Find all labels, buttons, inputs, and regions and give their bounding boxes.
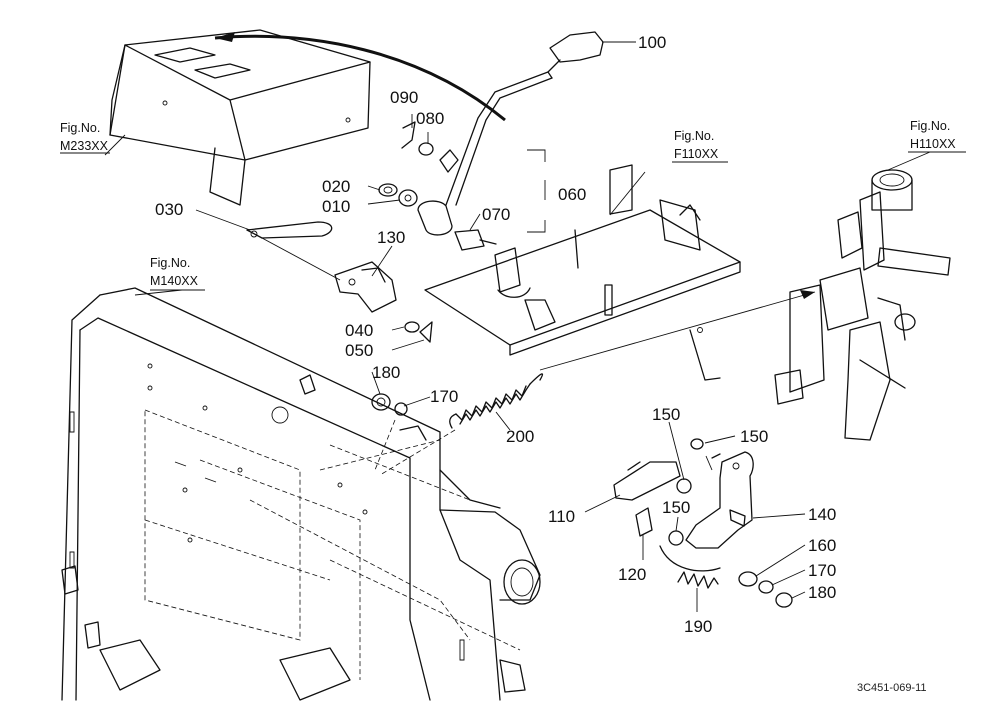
fig-ref-m233: Fig.No. M233XX xyxy=(60,121,109,153)
callout-150a: 150 xyxy=(652,405,680,424)
callout-170b: 170 xyxy=(808,561,836,580)
spring-200 xyxy=(449,373,544,429)
callout-040: 040 xyxy=(345,321,373,340)
svg-text:M233XX: M233XX xyxy=(60,139,109,153)
callout-190: 190 xyxy=(684,617,712,636)
callout-140: 140 xyxy=(808,505,836,524)
svg-text:Fig.No.: Fig.No. xyxy=(150,256,190,270)
rod-030 xyxy=(246,221,333,239)
callout-130: 130 xyxy=(377,228,405,247)
callout-020: 020 xyxy=(322,177,350,196)
svg-text:M140XX: M140XX xyxy=(150,274,199,288)
lever-small-parts xyxy=(378,121,434,207)
drawing-code: 3C451-069-11 xyxy=(857,682,927,694)
callout-labels: 100 090 080 060 020 010 070 030 130 040 … xyxy=(155,33,836,636)
callout-050: 050 xyxy=(345,341,373,360)
callout-160: 160 xyxy=(808,536,836,555)
frame-plate-m140 xyxy=(61,287,541,701)
fig-ref-f110: Fig.No. F110XX xyxy=(674,129,719,161)
svg-text:F110XX: F110XX xyxy=(674,147,719,161)
fig-ref-h110: Fig.No. H110XX xyxy=(910,119,956,151)
left-nut-washer xyxy=(371,393,408,416)
callout-120: 120 xyxy=(618,565,646,584)
svg-text:H110XX: H110XX xyxy=(910,137,956,151)
bracket-130 xyxy=(334,261,433,343)
callout-150c: 150 xyxy=(662,498,690,517)
shift-lever xyxy=(417,31,604,251)
callout-070: 070 xyxy=(482,205,510,224)
shift-assembly-h110 xyxy=(774,169,951,441)
svg-text:Fig.No.: Fig.No. xyxy=(60,121,100,135)
callout-150b: 150 xyxy=(740,427,768,446)
cover-plate xyxy=(109,29,506,206)
callout-090: 090 xyxy=(390,88,418,107)
leader-lines xyxy=(60,41,966,612)
callout-170a: 170 xyxy=(430,387,458,406)
base-plate-f110 xyxy=(424,164,741,381)
callout-180b: 180 xyxy=(808,583,836,602)
svg-text:Fig.No.: Fig.No. xyxy=(910,119,950,133)
svg-text:Fig.No.: Fig.No. xyxy=(674,129,714,143)
callout-100: 100 xyxy=(638,33,666,52)
callout-180a: 180 xyxy=(372,363,400,382)
pointer-arrow xyxy=(539,290,816,371)
callout-110: 110 xyxy=(548,507,575,526)
fig-ref-m140: Fig.No. M140XX xyxy=(150,256,199,288)
callout-030: 030 xyxy=(155,200,183,219)
callout-080: 080 xyxy=(416,109,444,128)
callout-060: 060 xyxy=(558,185,586,204)
callout-010: 010 xyxy=(322,197,350,216)
callout-200: 200 xyxy=(506,427,534,446)
